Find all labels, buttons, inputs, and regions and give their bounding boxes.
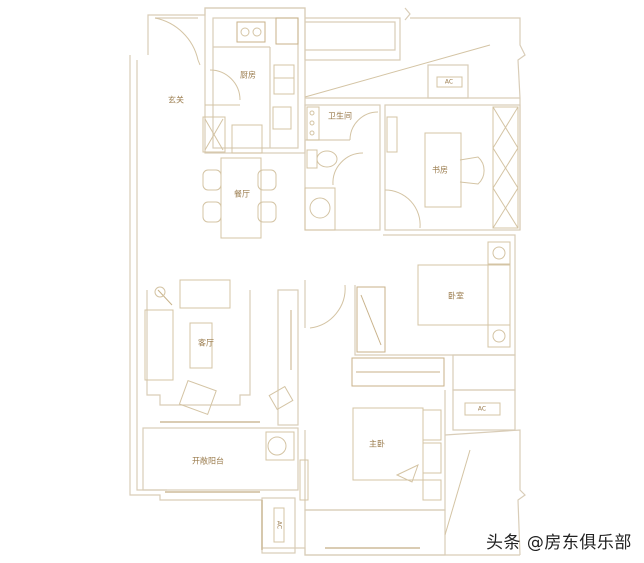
- room-label-dining: 餐厅: [234, 189, 250, 199]
- watermark: 头条 @房东俱乐部: [486, 533, 632, 553]
- room-label-open-balcony: 开敞阳台: [192, 456, 224, 466]
- room-label-living: 客厅: [198, 338, 214, 348]
- second-bedroom: [354, 234, 516, 356]
- room-label-entrance: 玄关: [168, 95, 184, 105]
- ac-unit-label: AC: [477, 405, 487, 413]
- open-balcony: [142, 427, 299, 554]
- room-label-bathroom: 卫生间: [328, 111, 352, 121]
- dining: [202, 157, 277, 239]
- room-label-second-bedroom: 卧室: [448, 291, 464, 301]
- ac-unit-label: AC: [444, 78, 454, 86]
- master-bedroom: [299, 390, 446, 556]
- room-label-study: 书房: [432, 165, 448, 175]
- kitchen: [202, 7, 306, 154]
- room-label-kitchen: 厨房: [240, 70, 256, 80]
- ac-unit-label: AC: [275, 520, 283, 530]
- wardrobe: [351, 354, 516, 431]
- living: [144, 279, 346, 426]
- bathroom: [304, 104, 381, 231]
- east-diagonal: [444, 98, 526, 556]
- room-label-master-bedroom: 主卧: [369, 439, 385, 449]
- study: [384, 104, 521, 231]
- north-area: [304, 7, 526, 99]
- outer-walls: [129, 7, 520, 556]
